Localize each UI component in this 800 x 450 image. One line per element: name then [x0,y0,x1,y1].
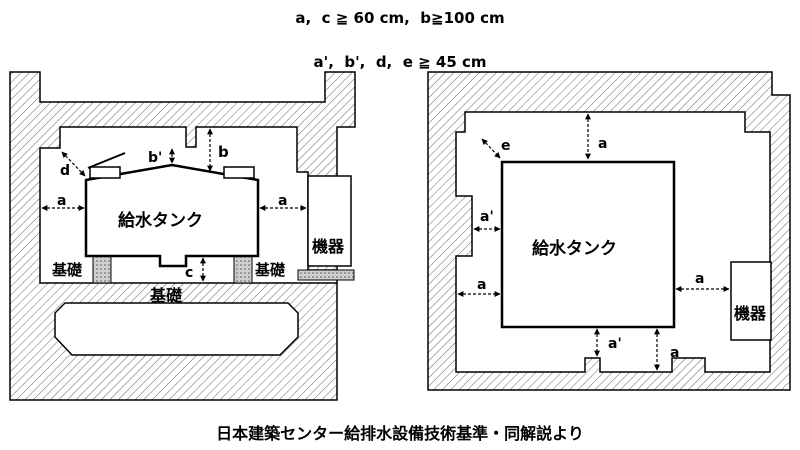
dim-arrow-e [481,138,501,159]
left-concrete-structure [9,71,356,401]
left-tank-label: 給水タンク [118,210,203,231]
dim-label-a-right-plan: a [695,271,704,287]
foundation-label-right: 基礎 [254,261,286,279]
dim-label-b-prime: b' [148,150,162,166]
left-equipment-label: 機器 [312,237,345,256]
equipment-foundation-block [297,269,355,281]
dim-label-a-top: a [598,136,607,152]
right-concrete-structure [427,71,791,391]
source-caption: 日本建築センター給排水設備技術基準・同解説より [216,424,584,443]
tank-foundation-block-left [92,255,112,284]
dim-label-a-right: a [278,193,287,209]
dim-label-a-left-plan: a [477,277,486,293]
left-water-tank [84,163,260,268]
tank-foundation-block-right [233,255,253,284]
manhole-lid [87,152,126,169]
dim-label-a-bottom: a [670,345,679,361]
tank-manhole-right [223,166,255,179]
right-equipment-label: 機器 [734,304,767,323]
clearance-rule-line-2: a', b', d, e ≧ 45 cm [313,53,487,71]
dim-label-d: d [60,163,70,179]
dim-label-a-prime-bottom: a' [608,336,622,352]
dim-label-c: c [185,265,193,281]
right-equipment-box [730,261,772,341]
right-tank-label: 給水タンク [532,238,617,259]
dim-arrow-d [61,151,86,177]
foundation-label-bottom: 基礎 [149,286,183,305]
dim-label-a-prime-left: a' [480,209,494,225]
clearance-rule-line-1: a, c ≧ 60 cm, b≧100 cm [295,9,505,27]
right-water-tank [500,160,676,329]
left-equipment-box [307,175,352,267]
right-plan-view: 給水タンク 機器 e a a' a a a' a [427,71,791,391]
dim-label-b: b [218,143,229,161]
dim-label-e: e [501,138,511,154]
foundation-label-left: 基礎 [51,261,83,279]
left-section-view: 機器 給水タンク a a b b' c d 基礎 基礎 基礎 [9,71,356,401]
dim-label-a-left: a [57,193,66,209]
tank-manhole-left [89,166,121,179]
